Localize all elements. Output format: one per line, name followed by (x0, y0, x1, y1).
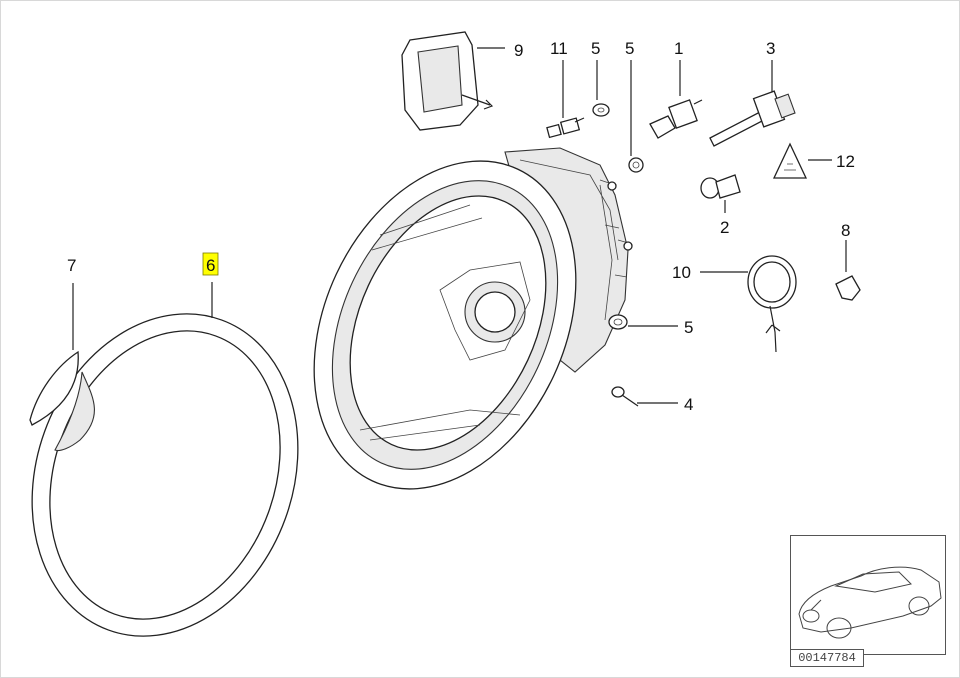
callout-lines (72, 47, 847, 404)
reference-code: 00147784 (790, 649, 864, 667)
callout-3: 3 (766, 39, 775, 58)
callout-6: 6 (206, 256, 215, 275)
clip[interactable] (835, 275, 861, 301)
trim-ring[interactable] (0, 276, 342, 674)
bulb-small[interactable] (700, 174, 741, 199)
car-outline-icon (798, 566, 942, 639)
callout-10: 10 (672, 263, 691, 282)
headlight-housing[interactable] (264, 118, 633, 531)
callout-2: 2 (720, 218, 729, 237)
adjusting-pin[interactable] (546, 117, 585, 139)
cover-cap[interactable] (401, 31, 494, 131)
hex-nut-b[interactable] (628, 157, 644, 173)
callout-11: 11 (550, 39, 568, 58)
screw[interactable] (611, 386, 639, 407)
bulb-h1[interactable] (709, 90, 796, 147)
callout-8: 8 (841, 221, 850, 240)
hex-nut-a[interactable] (592, 103, 610, 117)
callout-5a: 5 (591, 39, 600, 58)
highlight-6 (202, 252, 219, 276)
callout-4: 4 (684, 395, 693, 414)
callout-5b: 5 (625, 39, 634, 58)
callout-12: 12 (836, 152, 855, 171)
bulb-cap[interactable] (747, 255, 797, 353)
callout-5c: 5 (684, 318, 693, 337)
hex-nut-c[interactable] (608, 314, 628, 330)
callout-1: 1 (674, 39, 683, 58)
bulb-h7[interactable] (649, 99, 703, 139)
callout-9: 9 (514, 41, 523, 60)
lens-cover[interactable] (29, 350, 95, 452)
warning-label[interactable] (772, 142, 808, 179)
callout-7: 7 (67, 256, 76, 275)
vehicle-reference-thumbnail (790, 535, 946, 655)
